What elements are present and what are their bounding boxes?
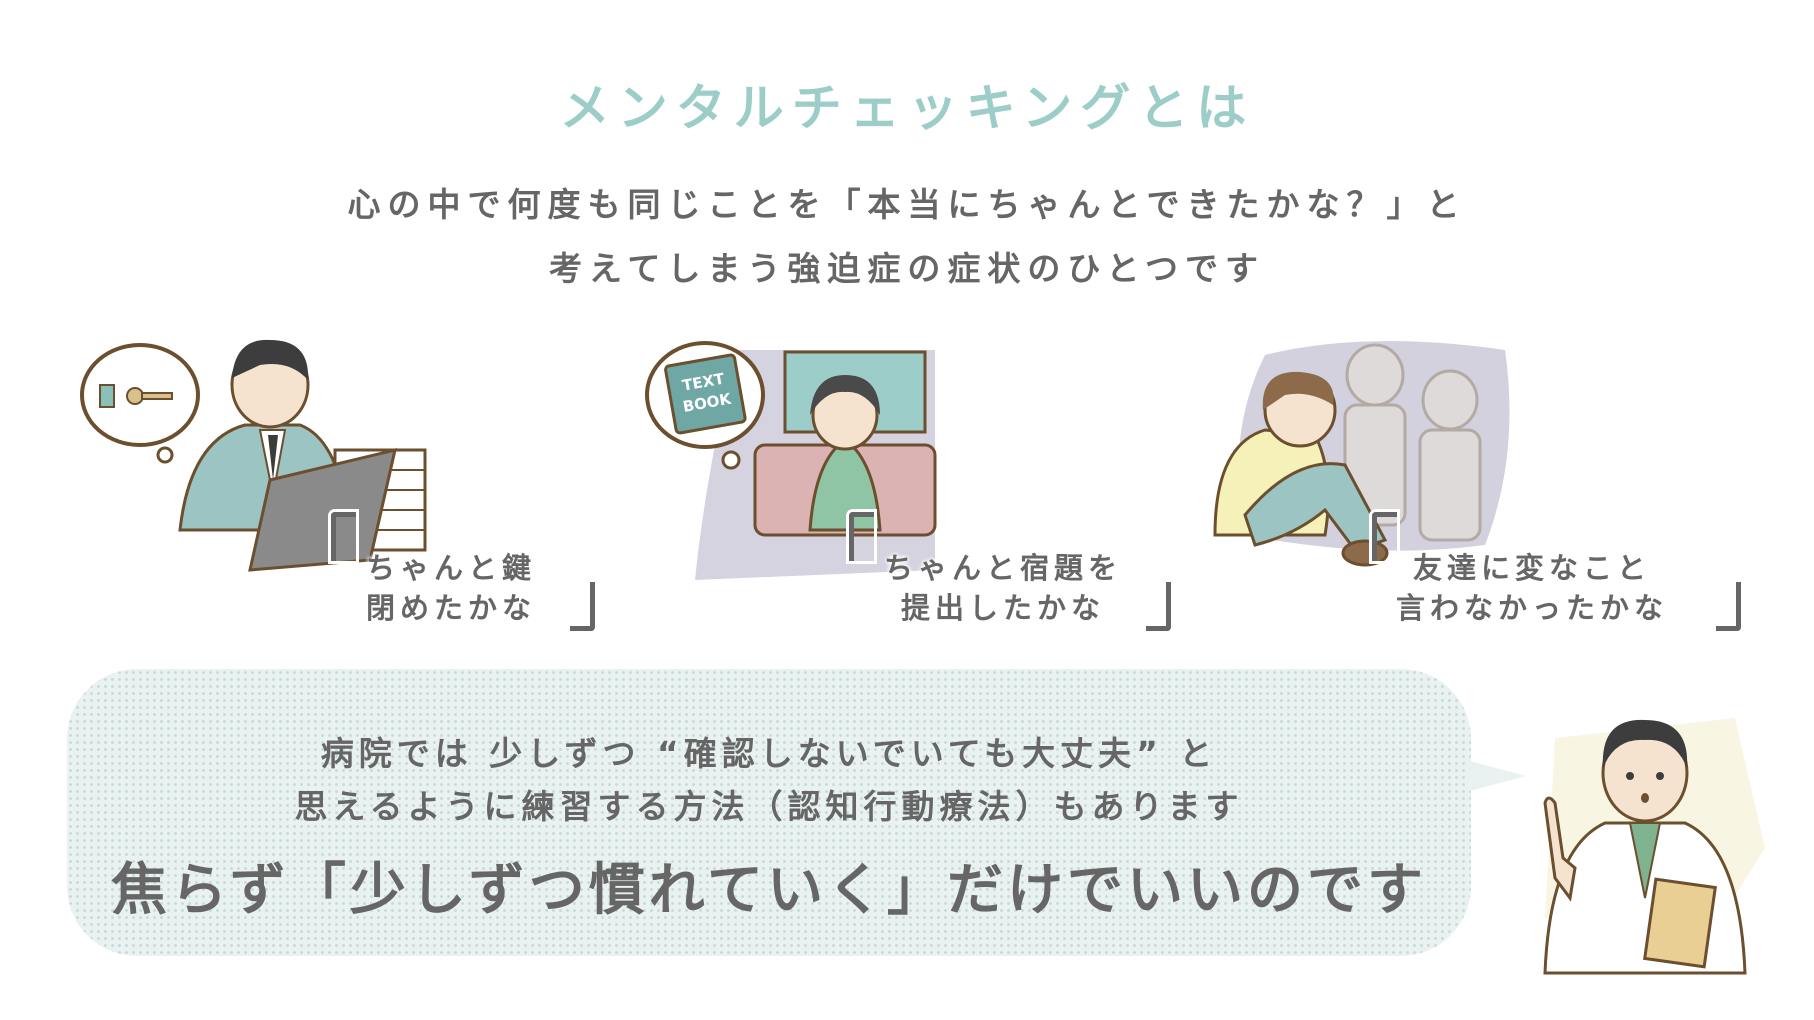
message-emphasis: 焦らず「少しずつ慣れていく」だけでいいのです [110,858,1428,923]
example-caption-3: 友達に変なこと 言わなかったかな [1396,548,1668,628]
close-quote-bracket [570,582,595,631]
page-title: メンタルチェッキングとは [559,79,1255,137]
caption-line: 閉めたかな [366,591,537,625]
laptop-icon [248,447,397,572]
speech-bubble-tail [1466,760,1526,792]
anxious-boy-with-friends-illustration [1213,341,1510,567]
caption-line: 提出したかな [901,591,1106,625]
example-caption-2: ちゃんと宿題を 提出したかな [884,548,1122,628]
message-line-2: 思えるように練習する方法（認知行動療法）もあります [294,787,1244,826]
example-caption-1: ちゃんと鍵 閉めたかな [366,548,536,628]
textbook-icon: TEXT BOOK [664,353,747,435]
subtitle-line-1: 心の中で何度も同じことを「本当にちゃんとできたかな？」と [347,185,1467,224]
caption-line: ちゃんと鍵 [366,551,537,585]
subtitle-line-2: 考えてしまう強迫症の症状のひとつです [548,249,1266,288]
caption-line: ちゃんと宿題を [884,551,1123,585]
message-line-1: 病院では 少しずつ “確認しないでいても大丈夫” と [320,734,1218,773]
raised-finger-hand [1543,796,1577,902]
caption-line: 友達に変なこと [1413,551,1652,585]
worried-student-on-train-illustration: TEXT BOOK [645,341,937,580]
worried-businessman-illustration [80,339,427,572]
key-icon [99,384,173,408]
close-quote-bracket [1716,582,1741,631]
clipboard-icon [1643,877,1717,969]
open-quote-bracket [849,512,874,561]
caption-line: 言わなかったかな [1396,591,1669,625]
doctor-illustration [1543,718,1765,975]
open-quote-bracket [1372,512,1397,561]
open-quote-bracket [331,512,356,561]
close-quote-bracket [1146,582,1171,631]
speech-bubble [67,669,1471,956]
